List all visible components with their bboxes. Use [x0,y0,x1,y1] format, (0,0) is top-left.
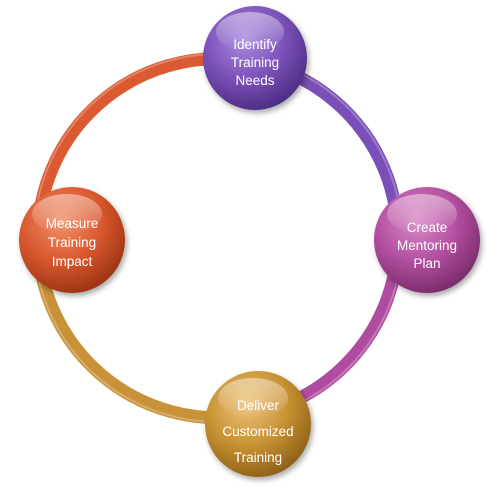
node-deliver-customized-training: Deliver Customized Training [205,371,311,477]
node-deliver-label-line-2: Customized [222,424,293,439]
node-create-mentoring-plan: Create Mentoring Plan [374,187,480,293]
node-identify-label-line-1: Identify [233,37,277,52]
ring-arc-measure-to-identify [31,52,247,245]
node-measure-label-line-2: Training [48,235,96,250]
node-deliver-label-line-3: Training [234,450,282,465]
node-identify-label-line-2: Training [231,55,279,70]
node-identify-label-line-3: Needs [235,73,274,88]
node-create-label-line-2: Mentoring [397,238,457,253]
node-measure-label-line-3: Impact [52,254,93,269]
node-create-label-line-3: Plan [413,256,440,271]
node-create-label-line-1: Create [407,220,448,235]
node-measure-training-impact: Measure Training Impact [19,187,125,293]
node-deliver-label-line-1: Deliver [237,398,280,413]
node-measure-label-line-1: Measure [46,216,99,231]
node-identify-training-needs: Identify Training Needs [203,6,307,110]
